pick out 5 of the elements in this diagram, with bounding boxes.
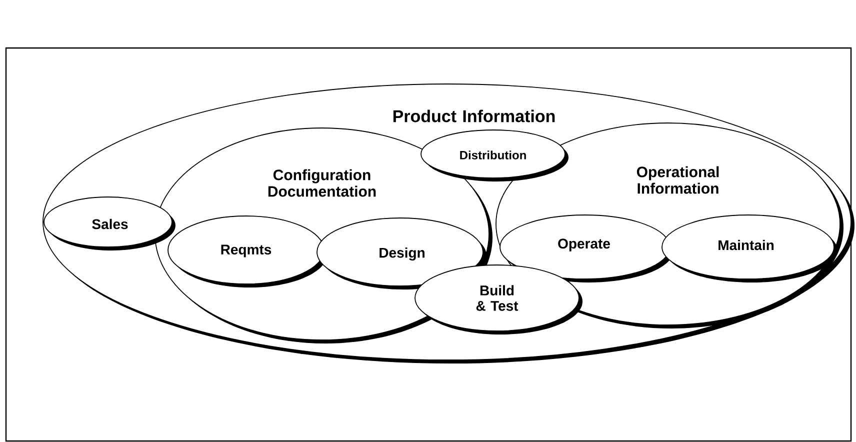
ellipse-node: Build & Test [414,264,582,334]
ellipse-node: Distribution [420,130,568,182]
ellipse-node: Reqmts [168,216,328,288]
ellipse-node: Sales [44,196,176,250]
ellipse-node: Maintain [662,214,838,282]
